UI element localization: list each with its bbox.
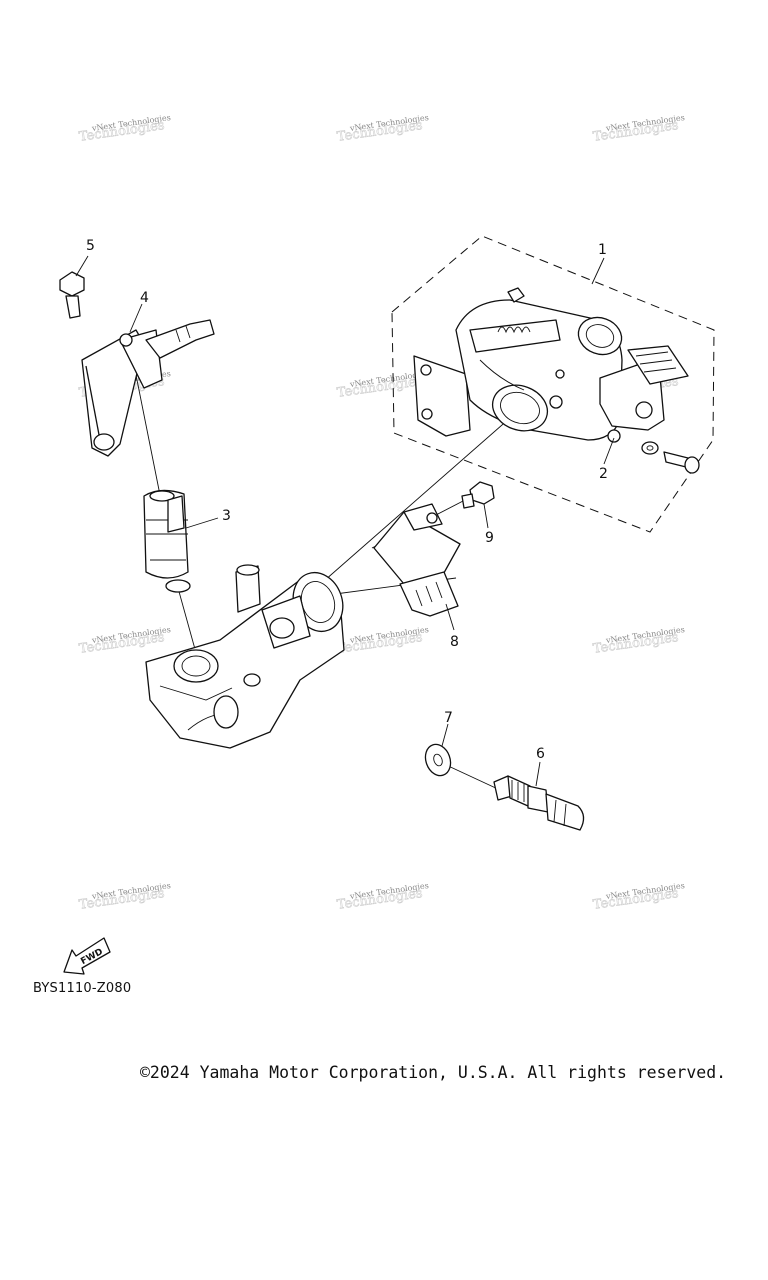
bolt-9 (461, 481, 495, 509)
sensor-screw (641, 441, 700, 474)
throttle-body (413, 287, 623, 441)
temperature-sensor (493, 775, 585, 831)
callout-7: 7 (444, 710, 453, 726)
watermark: Technologies vNext Technologies (78, 625, 172, 657)
throttle-position-sensor (599, 345, 689, 443)
watermark: Technologies vNext Technologies (78, 113, 172, 145)
diagram-code: BYS1110-Z080 (33, 981, 132, 996)
washer-7 (424, 743, 452, 777)
callout-8: 8 (450, 634, 459, 650)
leader-lines (75, 255, 615, 787)
callout-4: 4 (140, 290, 149, 306)
forward-arrow-icon: FWD (63, 937, 111, 975)
callout-9: 9 (485, 530, 494, 546)
watermark: Technologies vNext Technologies (336, 113, 430, 145)
watermark: Technologies vNext Technologies (592, 625, 686, 657)
watermark: Technologies vNext Technologies (592, 881, 686, 913)
fuel-injector (143, 489, 191, 593)
intake-joint (145, 564, 345, 749)
copyright-notice: ©2024 Yamaha Motor Corporation, U.S.A. A… (140, 1063, 727, 1082)
watermark: Technologies vNext Technologies (336, 881, 430, 913)
watermark: Technologies vNext Technologies (592, 113, 686, 145)
callout-5: 5 (86, 238, 95, 254)
callout-1: 1 (598, 242, 607, 258)
callout-3: 3 (222, 508, 231, 524)
intake-pressure-sensor (373, 503, 461, 617)
bolt-5 (59, 271, 85, 319)
callout-6: 6 (536, 746, 545, 762)
callout-2: 2 (599, 466, 608, 482)
fuel-hose-joint (81, 319, 215, 457)
watermark: Technologies vNext Technologies (78, 881, 172, 913)
watermark: Technologies vNext Technologies (336, 625, 430, 657)
